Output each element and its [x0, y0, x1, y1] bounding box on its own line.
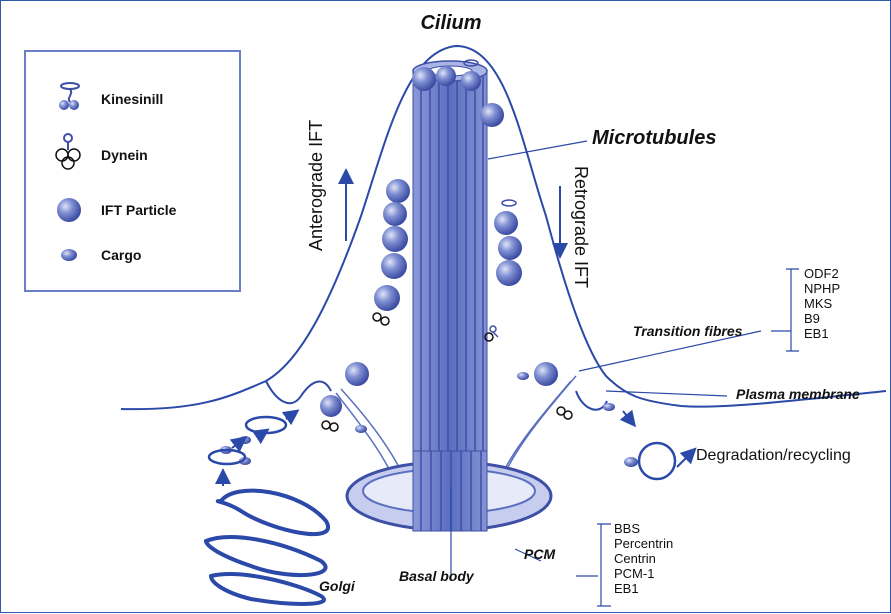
- pcm-protein: Centrin: [614, 551, 656, 566]
- tf-protein: EB1: [804, 326, 829, 341]
- transition-fibre-proteins: ODF2 NPHP MKS B9 EB1: [804, 266, 840, 341]
- membrane-fold-left: [266, 381, 331, 403]
- label-microtubules: Microtubules: [592, 127, 716, 149]
- microtubule-axoneme: [413, 61, 487, 451]
- pcm-protein: BBS: [614, 521, 640, 536]
- legend-label-kinesin: Kinesinill: [101, 91, 163, 107]
- legend-label-dynein: Dynein: [101, 147, 148, 163]
- pcm-proteins: BBS Percentrin Centrin PCM-1 EB1: [614, 521, 673, 596]
- title-cilium: Cilium: [420, 12, 481, 34]
- label-anterograde: Anterograde IFT: [306, 120, 326, 251]
- legend-label-ift-particle: IFT Particle: [101, 202, 177, 218]
- basal-body: [413, 449, 487, 531]
- label-plasma-membrane: Plasma membrane: [736, 386, 860, 402]
- tf-protein: ODF2: [804, 266, 839, 281]
- label-degradation: Degradation/recycling: [696, 447, 851, 464]
- label-pcm: PCM: [524, 546, 555, 562]
- legend-label-cargo: Cargo: [101, 247, 141, 263]
- label-transition-fibres: Transition fibres: [633, 323, 743, 339]
- pcm-protein: Percentrin: [614, 536, 673, 551]
- tf-protein: MKS: [804, 296, 833, 311]
- cargo-icon: [61, 249, 77, 261]
- pcm-protein: PCM-1: [614, 566, 654, 581]
- ift-particle-icon: [57, 198, 81, 222]
- pcm-protein: EB1: [614, 581, 639, 596]
- membrane-fold-right: [576, 391, 607, 410]
- tf-protein: NPHP: [804, 281, 840, 296]
- legend: Kinesinill Dynein IFT Particle Cargo: [25, 51, 240, 291]
- tf-protein: B9: [804, 311, 820, 326]
- label-golgi: Golgi: [319, 578, 356, 594]
- golgi: [206, 491, 328, 604]
- label-basal-body: Basal body: [399, 568, 475, 584]
- vesicle-right: [639, 443, 675, 479]
- label-retrograde: Retrograde IFT: [571, 166, 591, 288]
